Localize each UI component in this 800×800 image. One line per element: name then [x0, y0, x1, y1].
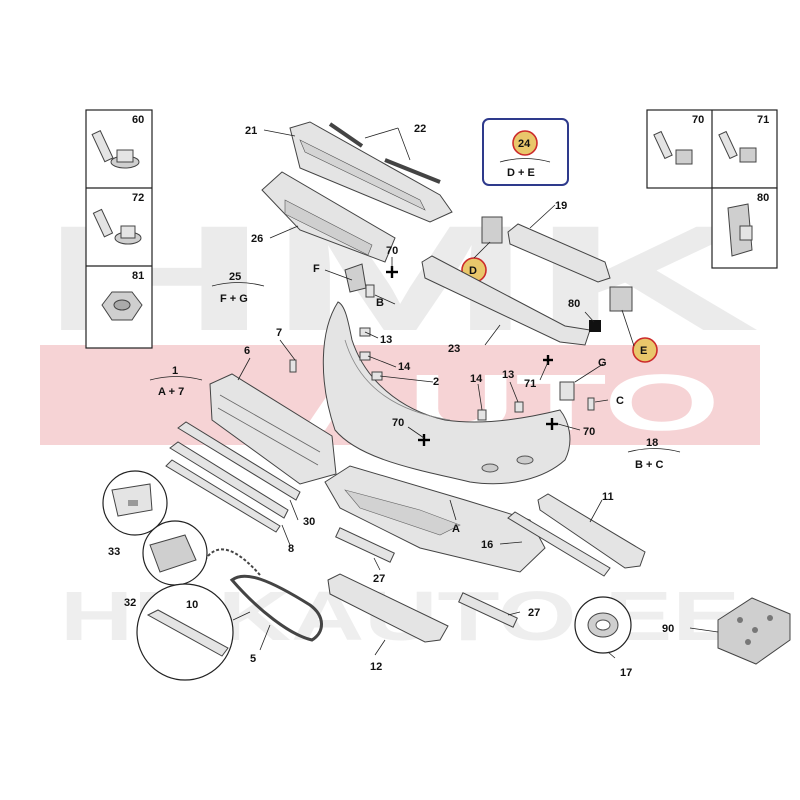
label-a: A: [452, 523, 460, 535]
label-22: 22: [414, 123, 426, 135]
detail-circle-33: [102, 470, 168, 536]
label-7: 7: [276, 327, 282, 339]
part-80-block: [589, 320, 601, 332]
detail-circle-32: [142, 520, 208, 586]
label-27-left: 27: [373, 573, 385, 585]
label-33: 33: [108, 546, 120, 558]
label-90: 90: [662, 623, 674, 635]
label-30: 30: [303, 516, 315, 528]
label-2: 2: [433, 376, 439, 388]
bracket-d: [481, 216, 503, 244]
hex-nut-icon: [101, 291, 143, 321]
clip-kit-90: [717, 597, 791, 665]
impact-absorber: [421, 255, 591, 346]
detail-circle-17: [574, 596, 632, 654]
label-19: 19: [555, 200, 567, 212]
front-grille: [209, 373, 337, 485]
label-26: 26: [251, 233, 263, 245]
group-label-1: 1 A + 7: [149, 365, 203, 398]
grille-frame: [229, 574, 323, 642]
label-12: 12: [370, 661, 382, 673]
label-16: 16: [481, 539, 493, 551]
label-14-right: 14: [470, 373, 483, 385]
group-label-18: 18 B + C: [627, 437, 681, 471]
flange-bolt-icon: [91, 130, 140, 169]
fastener-81-label: 81: [132, 270, 144, 282]
label-6: 6: [244, 345, 250, 357]
label-70-right: 70: [583, 426, 595, 438]
grille-trims: [165, 421, 301, 533]
label-80: 80: [568, 298, 580, 310]
support-bracket: [261, 171, 396, 263]
label-g: G: [598, 357, 607, 369]
part-labels: 21 22 19 26 70 F B 80 7 6 13 23 71 G 14 …: [108, 123, 674, 679]
fastener-60-label: 60: [132, 114, 144, 126]
bracket-e: [609, 286, 633, 312]
fastener-70-label: 70: [692, 114, 704, 126]
callout-formula: D + E: [507, 167, 535, 179]
label-27-right: 27: [528, 607, 540, 619]
fastener-grid-right: 70 71 80: [646, 109, 778, 269]
bolt-icon: [653, 130, 693, 165]
label-17: 17: [620, 667, 632, 679]
label-14-left: 14: [398, 361, 411, 373]
callout-box-24: 24 D + E: [482, 118, 569, 186]
strip-27-left: [335, 527, 395, 563]
callout-badge: [512, 130, 538, 156]
label-11: 11: [602, 491, 614, 503]
group-25-number: 25: [229, 271, 241, 283]
fastener-72-label: 72: [132, 192, 144, 204]
trim-frame-8: [204, 548, 261, 576]
label-5: 5: [250, 653, 256, 665]
label-13-top: 13: [380, 334, 392, 346]
detail-circle-10: [136, 583, 234, 681]
group-label-25: 25 F + G: [211, 271, 265, 305]
callout-number: 24: [518, 138, 531, 150]
washer-bolt-icon: [92, 208, 142, 245]
label-13-right: 13: [502, 369, 514, 381]
cross-markers: [386, 266, 558, 446]
upper-crossmember: [289, 121, 453, 223]
watermark-top: HMK: [40, 194, 760, 362]
label-f: F: [313, 263, 320, 275]
group-18-number: 18: [646, 437, 658, 449]
label-c: C: [616, 395, 624, 407]
strip-27-right: [458, 592, 518, 628]
group-1-number: 1: [172, 365, 178, 377]
label-21: 21: [245, 125, 257, 137]
label-23: 23: [448, 343, 460, 355]
clip-icon: [727, 203, 753, 257]
label-8: 8: [288, 543, 294, 555]
fastener-71-label: 71: [757, 114, 769, 126]
group-25-formula: F + G: [220, 293, 248, 305]
label-b: B: [376, 297, 384, 309]
group-18-formula: B + C: [635, 459, 663, 471]
label-10: 10: [186, 599, 198, 611]
label-70-top: 70: [386, 245, 398, 257]
lower-grille-11: [537, 493, 646, 569]
group-1-formula: A + 7: [158, 386, 184, 398]
lower-panel: [327, 573, 449, 643]
screw-icon: [718, 130, 757, 163]
svg-text:E: E: [640, 345, 647, 357]
reinforcement-bar: [507, 223, 611, 283]
label-71: 71: [524, 378, 536, 390]
leader-lines: [232, 127, 719, 659]
fastener-80-label: 80: [757, 192, 769, 204]
undertray: [324, 465, 546, 573]
circled-letter-e: E: [632, 337, 658, 363]
svg-text:D: D: [469, 265, 477, 277]
label-32: 32: [124, 597, 136, 609]
fastener-grid-left: 60 72 81: [85, 109, 153, 349]
label-70-left: 70: [392, 417, 404, 429]
bumper-cover: [322, 301, 571, 485]
upper-seals: [328, 122, 441, 184]
side-grille-16: [507, 511, 611, 577]
